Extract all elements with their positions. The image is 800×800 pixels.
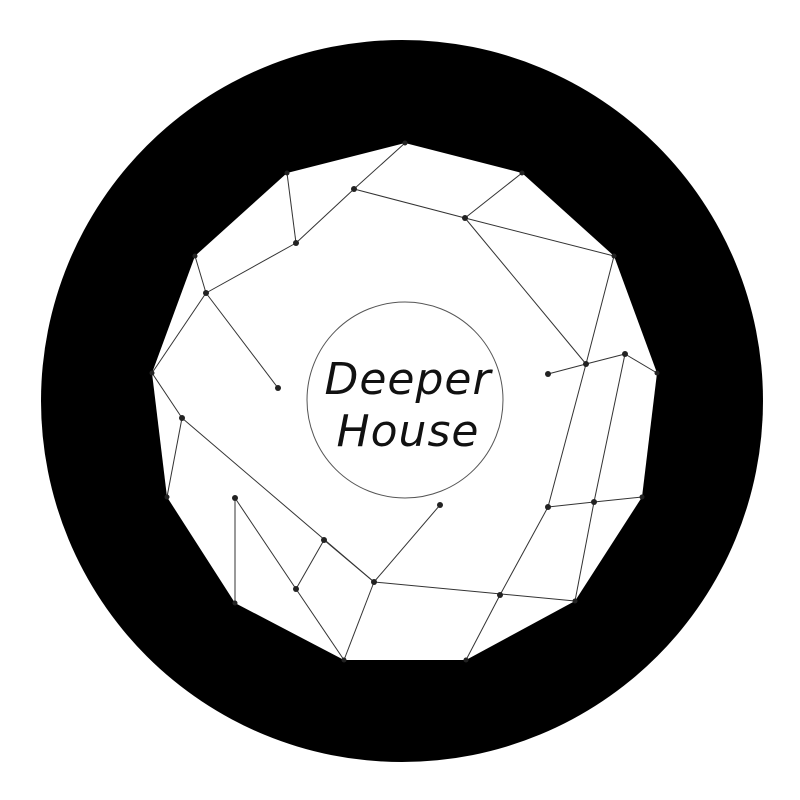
logo-title-line-2: House	[337, 406, 480, 457]
network-line	[593, 353, 626, 503]
network-line	[166, 417, 183, 498]
network-line	[464, 172, 523, 219]
network-node	[164, 494, 170, 500]
network-line	[624, 353, 658, 374]
network-line	[151, 372, 183, 419]
network-node	[611, 253, 617, 259]
network-node	[192, 253, 198, 259]
network-node	[402, 140, 408, 146]
network-line	[353, 142, 406, 190]
network-line	[286, 172, 297, 244]
network-line	[295, 588, 345, 661]
network-node	[572, 598, 578, 604]
network-line	[373, 581, 576, 602]
network-node	[293, 586, 299, 592]
network-node	[519, 170, 525, 176]
network-line	[234, 497, 297, 590]
logo-title-line-1: Deeper	[324, 354, 493, 405]
network-line	[499, 506, 549, 596]
network-node	[321, 537, 327, 543]
network-node	[371, 579, 377, 585]
network-nodes	[149, 140, 660, 663]
network-node	[179, 415, 185, 421]
network-line	[574, 501, 595, 602]
network-node	[232, 600, 238, 606]
network-node	[545, 504, 551, 510]
network-line	[547, 363, 587, 375]
network-node	[203, 290, 209, 296]
network-line	[585, 353, 626, 365]
network-node	[275, 385, 281, 391]
network-node	[284, 170, 290, 176]
network-node	[437, 502, 443, 508]
network-line	[585, 255, 615, 365]
network-node	[462, 215, 468, 221]
network-node	[341, 657, 347, 663]
network-node	[591, 499, 597, 505]
network-node	[293, 240, 299, 246]
network-line	[205, 242, 297, 294]
network-line	[547, 501, 595, 508]
network-node	[351, 186, 357, 192]
network-line	[547, 363, 587, 508]
network-line	[151, 292, 207, 374]
network-line	[323, 539, 375, 583]
network-line	[464, 217, 587, 365]
network-line	[465, 594, 501, 661]
network-line	[194, 255, 207, 294]
network-node	[463, 657, 469, 663]
network-line	[295, 539, 325, 590]
network-line	[353, 188, 466, 219]
network-line	[593, 496, 643, 503]
network-line	[295, 188, 355, 244]
network-line	[343, 581, 375, 661]
network-node	[654, 370, 660, 376]
center-circle	[306, 301, 504, 499]
network-node	[149, 370, 155, 376]
network-node	[583, 361, 589, 367]
network-lines	[151, 142, 658, 661]
network-line	[373, 504, 441, 583]
network-node	[545, 371, 551, 377]
network-line	[205, 292, 279, 389]
network-node	[622, 351, 628, 357]
network-node	[497, 592, 503, 598]
network-line	[464, 217, 615, 257]
network-node	[232, 495, 238, 501]
network-node	[639, 494, 645, 500]
